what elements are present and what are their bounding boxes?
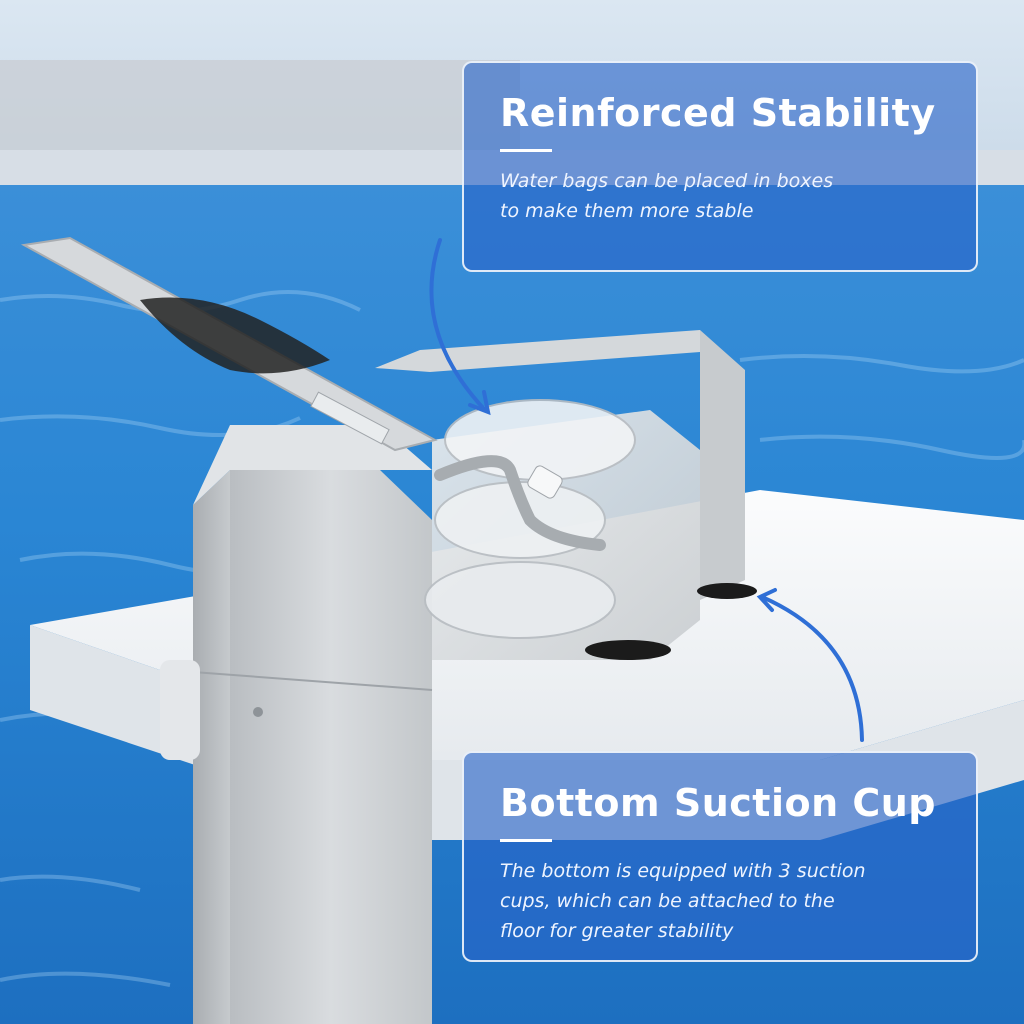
- description-line: Water bags can be placed in boxes: [500, 169, 834, 192]
- callout-description: The bottom is equipped with 3 suction cu…: [500, 856, 942, 946]
- callout-title: Reinforced Stability: [500, 91, 936, 135]
- description-line: floor for greater stability: [500, 919, 734, 942]
- callout-title: Bottom Suction Cup: [500, 781, 936, 825]
- description-line: to make them more stable: [500, 199, 754, 222]
- description-line: The bottom is equipped with 3 suction: [500, 859, 866, 882]
- lid-hinge: [310, 391, 390, 445]
- suction-cup-front: [585, 640, 671, 660]
- side-connector: [160, 660, 200, 760]
- title-underline: [500, 838, 552, 842]
- hose-cap: [527, 465, 563, 499]
- callout-bottom-suction-cup: Bottom Suction Cup The bottom is equippe…: [462, 751, 978, 962]
- box-right-wall: [700, 330, 745, 600]
- box-back-wall: [375, 330, 700, 372]
- pillar-seam: [192, 671, 433, 691]
- suction-cup-right: [697, 583, 757, 599]
- description-line: cups, which can be attached to the: [500, 889, 835, 912]
- callout-description: Water bags can be placed in boxes to mak…: [500, 166, 942, 226]
- lid-graphic-logo: [140, 297, 330, 374]
- pillar-front-face: [230, 470, 432, 1024]
- pool-deck-building: [0, 60, 520, 150]
- water-hose: [434, 455, 606, 551]
- arrow-to-suction-cup-icon: [756, 588, 864, 742]
- title-underline: [500, 148, 552, 152]
- pillar-rivet: [253, 707, 263, 717]
- pillar-side-face: [193, 470, 230, 1024]
- pillar-top-cap: [193, 425, 432, 505]
- callout-reinforced-stability: Reinforced Stability Water bags can be p…: [462, 61, 978, 272]
- arrow-to-water-bags-icon: [429, 238, 491, 416]
